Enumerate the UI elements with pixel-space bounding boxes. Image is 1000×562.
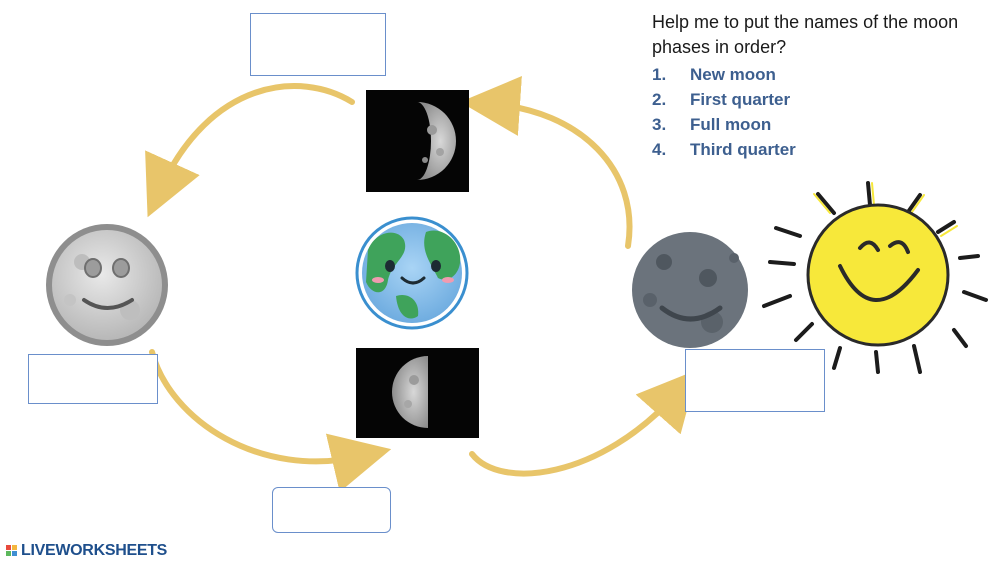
answer-box-bottom[interactable] bbox=[272, 487, 391, 533]
logo-text: LIVEWORKSHEETS bbox=[21, 542, 168, 559]
answer-input-bottom[interactable] bbox=[273, 488, 390, 532]
instructions-panel: Help me to put the names of the moon pha… bbox=[652, 10, 992, 162]
phase-list-item: 4. Third quarter bbox=[652, 137, 992, 162]
sun-icon bbox=[762, 181, 988, 374]
answer-input-top[interactable] bbox=[251, 14, 385, 75]
arrow-left-to-bottom bbox=[149, 349, 392, 493]
answer-box-top[interactable] bbox=[250, 13, 386, 76]
new-moon-icon bbox=[632, 232, 748, 348]
phase-number: 4. bbox=[652, 140, 667, 159]
phase-name: First quarter bbox=[690, 90, 791, 109]
answer-box-right[interactable] bbox=[685, 349, 825, 412]
third-quarter-moon-photo bbox=[356, 348, 479, 438]
phase-name: New moon bbox=[690, 65, 776, 84]
cycle-arrow-icon bbox=[145, 76, 698, 493]
phase-name: Full moon bbox=[690, 115, 772, 134]
liveworksheets-logo-icon bbox=[6, 545, 17, 556]
phase-number: 2. bbox=[652, 90, 667, 109]
answer-input-right[interactable] bbox=[686, 350, 824, 411]
phase-list-item: 3. Full moon bbox=[652, 112, 992, 137]
phase-number: 3. bbox=[652, 115, 667, 134]
arrow-right-to-top bbox=[460, 76, 633, 249]
arrow-bottom-to-right bbox=[469, 369, 698, 477]
full-moon-icon bbox=[46, 224, 168, 346]
answer-input-left[interactable] bbox=[29, 355, 157, 403]
phase-name: Third quarter bbox=[690, 140, 796, 159]
earth-icon bbox=[355, 216, 469, 330]
phase-list: 1. New moon 2. First quarter 3. Full moo… bbox=[652, 62, 992, 162]
phase-list-item: 1. New moon bbox=[652, 62, 992, 87]
instructions-prompt: Help me to put the names of the moon pha… bbox=[652, 12, 959, 57]
first-quarter-moon-photo bbox=[366, 90, 469, 192]
arrow-top-to-left bbox=[145, 83, 355, 218]
phase-number: 1. bbox=[652, 65, 667, 84]
answer-box-left[interactable] bbox=[28, 354, 158, 404]
liveworksheets-logo[interactable]: LIVEWORKSHEETS bbox=[6, 542, 167, 560]
phase-list-item: 2. First quarter bbox=[652, 87, 992, 112]
